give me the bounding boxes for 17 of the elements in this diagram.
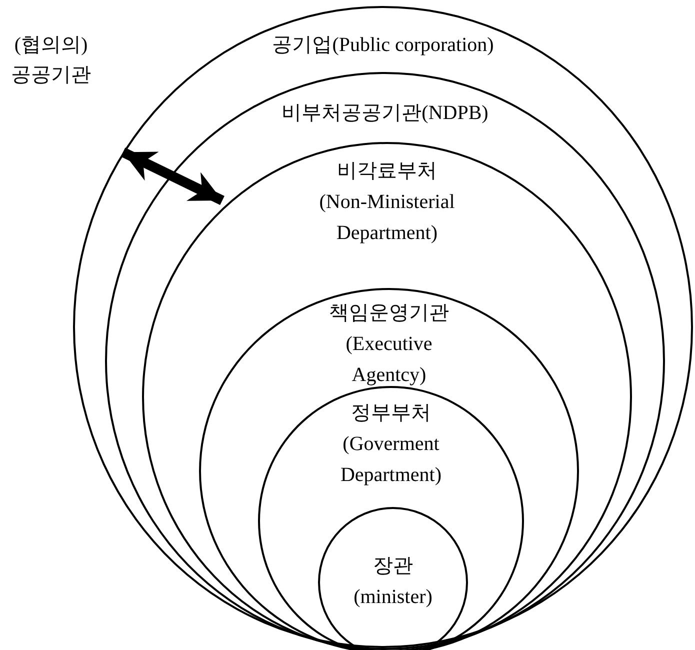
region-label: (Non-Ministerial Department): [318, 190, 456, 246]
region-label: (Goverment Department): [339, 432, 443, 488]
region-label: (Executive Agentcy): [344, 332, 434, 388]
region-label: 비부처공공기관(NDPB): [282, 101, 488, 126]
ellipse-region: [258, 386, 524, 650]
region-label: 비각료부처: [337, 159, 437, 184]
double-arrow: [120, 148, 224, 206]
region-label: 공기업(Public corporation): [272, 33, 494, 58]
ellipse-region: [142, 142, 632, 650]
ellipse-region: [105, 72, 665, 650]
scope-label: (협의의) 공공기관: [10, 33, 92, 88]
region-label: 정부부처: [351, 401, 431, 426]
ellipse-region: [199, 288, 579, 650]
region-label: (minister): [354, 585, 432, 610]
region-label: 장관: [373, 554, 413, 579]
ellipse-region: [318, 507, 468, 650]
region-label: 책임운영기관: [329, 301, 449, 326]
